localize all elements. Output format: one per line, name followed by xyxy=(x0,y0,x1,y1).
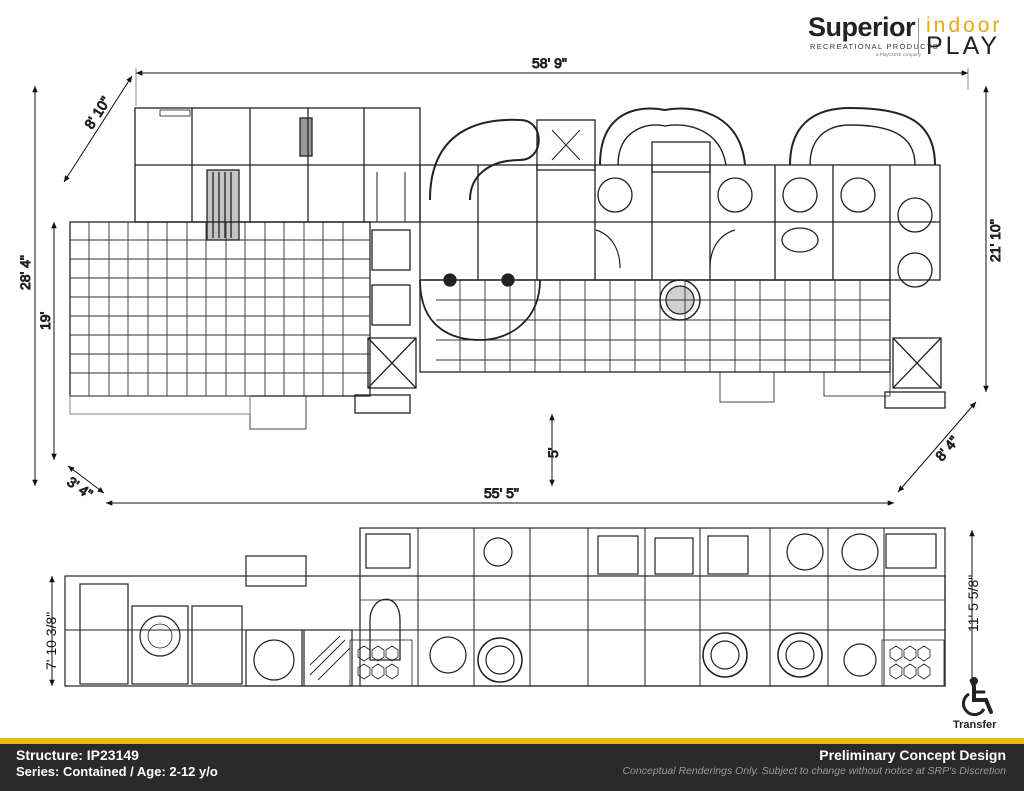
brand-tagline: RECREATIONAL PRODUCTS xyxy=(810,42,939,51)
design-title: Preliminary Concept Design xyxy=(819,747,1006,763)
elevation-view: 7' 10 3/8" 11' 5 5/8" xyxy=(43,527,981,687)
footer: Structure: IP23149 Series: Contained / A… xyxy=(0,738,1024,791)
brand-play: PLAY xyxy=(926,32,1001,60)
dim-bottom-width: 55' 5" xyxy=(484,485,519,501)
series-age: Series: Contained / Age: 2-12 y/o xyxy=(16,764,218,779)
dim-left-inner: 19' xyxy=(37,312,53,330)
dim-elev-left: 7' 10 3/8" xyxy=(43,612,59,670)
dim-right-height: 21' 10" xyxy=(987,219,1003,262)
brand-indoor: indoor xyxy=(926,14,1003,37)
plan-floor-grid xyxy=(69,221,371,430)
wheelchair-icon xyxy=(961,677,993,717)
dim-left-height: 28' 4" xyxy=(17,255,33,290)
dim-bottom-left-diag: 3' 4" xyxy=(64,473,95,502)
transfer-label: Transfer xyxy=(953,719,997,731)
dim-elev-right: 11' 5 5/8" xyxy=(965,575,981,632)
dim-right-diag: 8' 4" xyxy=(932,433,962,464)
hex-climber-right xyxy=(881,639,945,687)
brand-divider xyxy=(918,18,919,54)
hex-climber-left xyxy=(349,639,413,687)
dim-top-width: 58' 9" xyxy=(532,55,567,71)
plan-view: 58' 9" 8' 10" 28' 4" 19' 21' 10" 8' 4" 3… xyxy=(17,55,1004,506)
plan-dimension-lines xyxy=(32,68,989,506)
elevation-dimension-lines xyxy=(49,530,975,686)
dim-center-gap: 5' xyxy=(545,448,561,458)
footer-accent-bar xyxy=(0,738,1024,744)
brand-logo: Superior xyxy=(808,12,916,42)
structure-id: Structure: IP23149 xyxy=(16,747,139,763)
disclaimer: Conceptual Renderings Only. Subject to c… xyxy=(622,765,1006,777)
plan-tower-modules xyxy=(354,106,946,414)
brand-parent: a PlayCORE company xyxy=(876,52,922,57)
plan-center-grid xyxy=(419,279,891,403)
plan-upper-left-decks xyxy=(134,107,421,241)
